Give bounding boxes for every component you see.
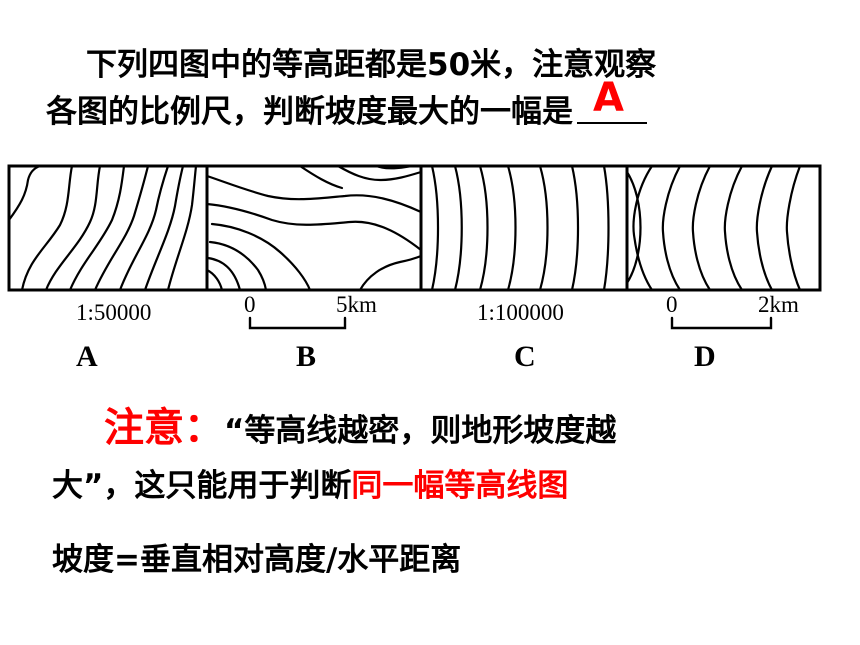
panel-letter-b: B: [296, 340, 317, 373]
slope-formula: 坡度=垂直相对高度/水平距离: [52, 542, 462, 578]
scale-bar-b: [248, 316, 347, 330]
note-label: 注意：: [104, 405, 224, 451]
scale-text-a: 1:50000: [76, 300, 152, 325]
scale-bar-b-start: 0: [244, 292, 256, 317]
scale-bar-d-start: 0: [666, 292, 678, 317]
panel-letter-d: D: [694, 340, 716, 373]
scale-bar-b-end: 5km: [336, 292, 377, 317]
scale-text-c: 1:100000: [477, 300, 564, 325]
panel-c-contours: [430, 164, 610, 292]
panel-letter-c: C: [514, 340, 536, 373]
panel-b-contours: [205, 164, 423, 292]
note-text-2: 大”，这只能用于判断: [52, 468, 352, 504]
note-line-1: 注意：“等高线越密，则地形坡度越: [104, 408, 616, 451]
scale-bar-d-end: 2km: [758, 292, 799, 317]
question-line-2-text: 各图的比例尺，判断坡度最大的一幅是: [46, 94, 573, 130]
note-highlight: 同一幅等高线图: [351, 468, 569, 504]
answer-text: A: [593, 75, 624, 121]
answer-blank: A: [577, 78, 647, 124]
question-line-1: 下列四图中的等高距都是50米，注意观察: [86, 47, 657, 83]
maps-frame: [7, 164, 822, 292]
panel-d-contours: [625, 164, 802, 292]
note-text-1: “等高线越密，则地形坡度越: [224, 413, 617, 449]
panel-a-contours: [7, 164, 198, 292]
note-line-2: 大”，这只能用于判断同一幅等高线图: [52, 466, 568, 506]
question-line-2: 各图的比例尺，判断坡度最大的一幅是 A: [46, 78, 647, 131]
scale-bar-d: [670, 316, 773, 330]
panel-letter-a: A: [76, 340, 98, 373]
